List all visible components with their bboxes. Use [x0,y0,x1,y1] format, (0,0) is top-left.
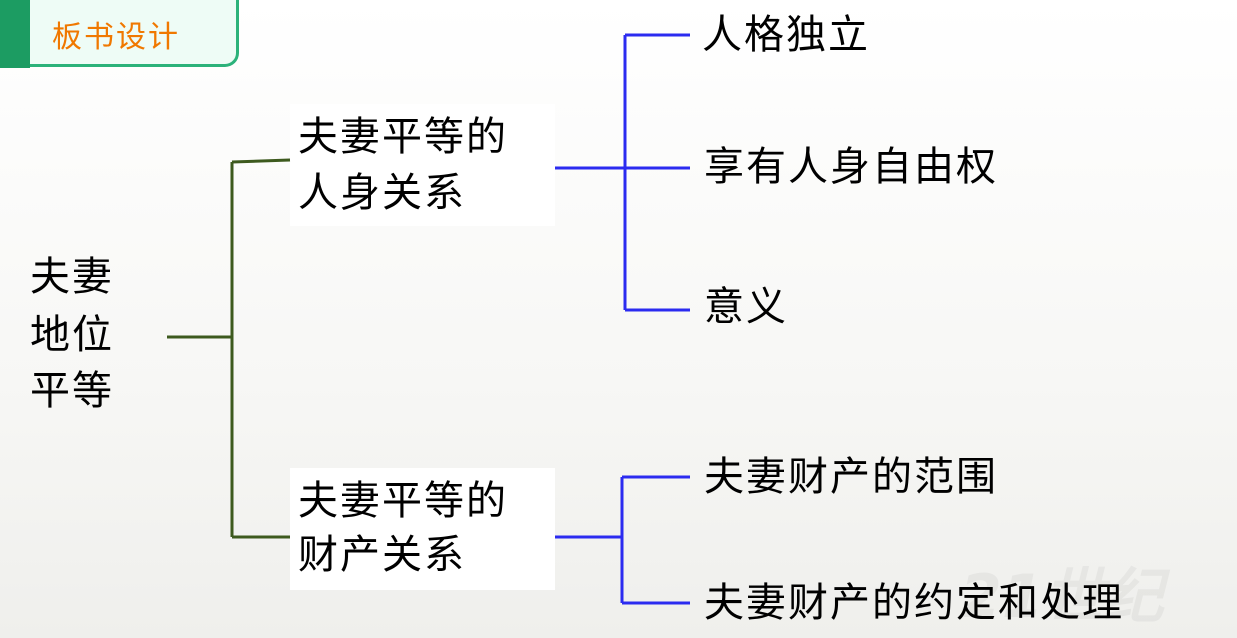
branch-2-title: 财产关系 [298,532,466,578]
branch-box-personal [290,104,555,226]
section-header: 板书设计 [0,0,240,68]
runner-logo-icon [0,0,30,68]
leaf-item: 人格独立 [702,12,870,58]
root-line: 地位 [30,312,114,358]
branch-1-title: 夫妻平等的 [298,114,508,160]
leaf-item: 夫妻财产的约定和处理 [704,580,1124,626]
leaf-item: 意义 [704,284,788,330]
root-to-branch-1 [231,158,291,164]
root-line: 夫妻 [30,254,114,300]
root-line: 平等 [30,368,114,414]
leaf-item: 享有人身自由权 [704,144,998,190]
header-title: 板书设计 [52,20,180,55]
branch-1-title: 人身关系 [298,170,466,216]
header-tab [28,0,239,67]
leaf-item: 夫妻财产的范围 [704,454,998,500]
watermark-logo: 21世纪 [960,548,1164,635]
branch-2-title: 夫妻平等的 [298,478,508,524]
branch-box-property [290,468,555,590]
